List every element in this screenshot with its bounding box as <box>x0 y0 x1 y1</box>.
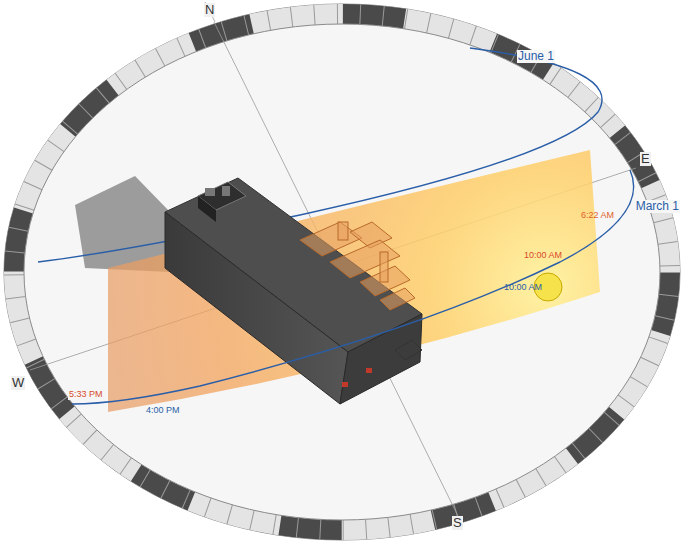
path-date-label: June 1 <box>517 50 555 63</box>
compass-label: W <box>11 376 25 390</box>
compass-label: E <box>640 152 651 166</box>
compass-label: S <box>452 516 463 530</box>
time-label: 10:00 AM <box>523 251 563 261</box>
time-label: 6:22 AM <box>580 211 615 221</box>
time-label: 4:00 PM <box>145 406 181 416</box>
path-date-label: March 1 <box>635 200 680 213</box>
time-label: 5:33 PM <box>68 390 104 400</box>
compass-label: N <box>204 3 215 17</box>
time-label: 10:00 AM <box>503 283 543 293</box>
